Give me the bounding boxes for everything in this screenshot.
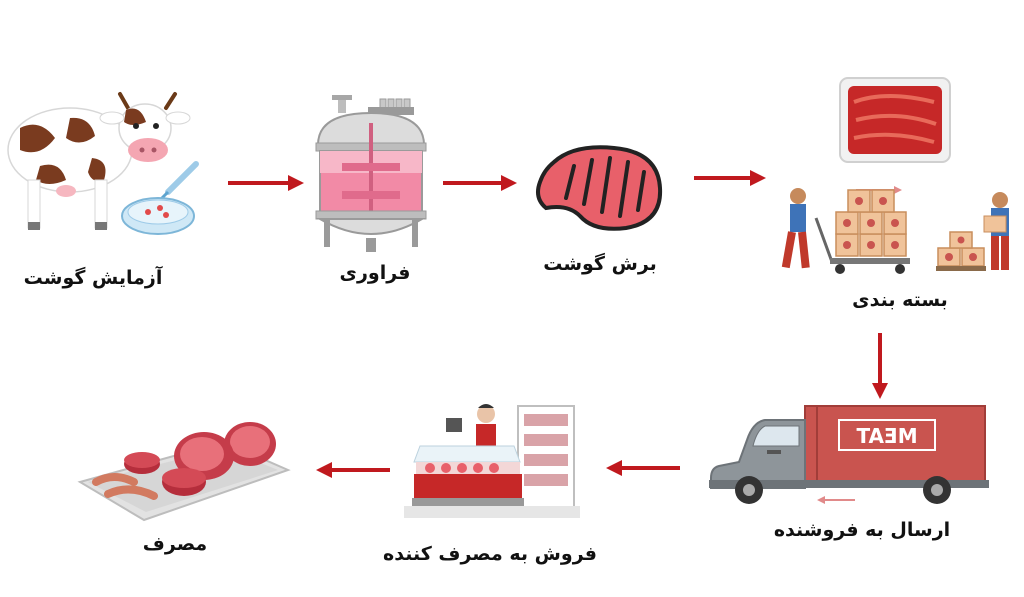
step-label-selling: فروش به مصرف کننده: [383, 543, 597, 565]
step-label-packaging: بسته بندی: [852, 289, 948, 311]
step-label-consumption: مصرف: [142, 533, 208, 555]
meat-platter-illustration: [74, 408, 294, 528]
truck-sign-text: MEAT: [856, 424, 917, 448]
flow-arrow-right-3: [694, 170, 766, 186]
butcher-shop-illustration: [402, 398, 580, 520]
packaging-illustration: [776, 72, 1024, 277]
flow-arrow-right-1: [228, 175, 304, 191]
steak-illustration: [534, 142, 664, 234]
step-label-shipping: ارسال به فروشنده: [773, 519, 951, 541]
flow-arrow-left-1: [606, 460, 680, 476]
flow-arrow-right-2: [443, 175, 517, 191]
processing-tank-illustration: [310, 93, 432, 253]
lab-meat-illustration: [0, 88, 200, 248]
flow-arrow-left-2: [316, 462, 390, 478]
step-label-lab-meat: آزمایش گوشت: [23, 267, 163, 289]
step-label-cutting: برش گوشت: [543, 253, 657, 275]
flow-arrow-down: [872, 333, 888, 399]
delivery-truck-illustration: MEAT: [705, 400, 990, 510]
step-label-processing: فراوری: [339, 262, 411, 284]
